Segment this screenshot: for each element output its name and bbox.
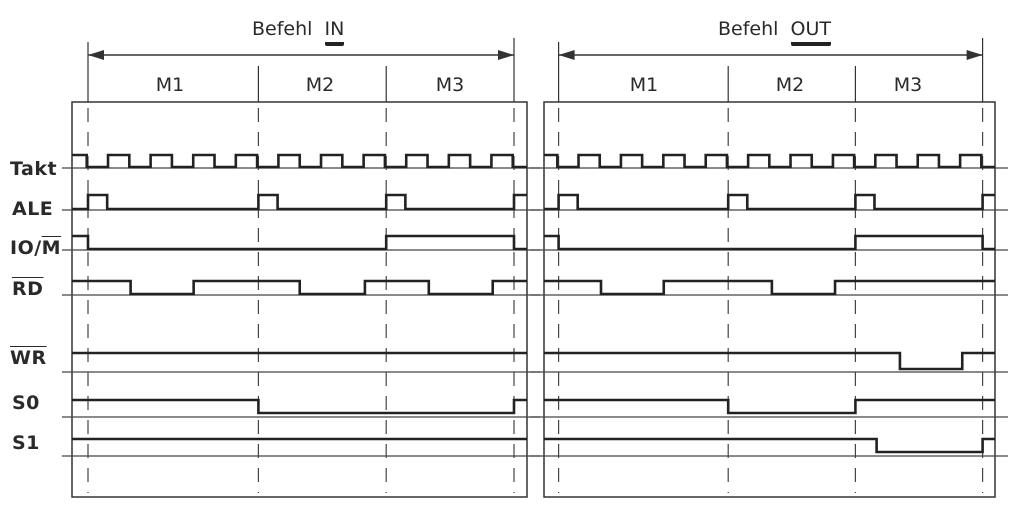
panel-frame bbox=[543, 101, 996, 498]
signal-label-s1: S1 bbox=[12, 432, 40, 454]
arrow-head-right bbox=[498, 50, 514, 60]
cycle-label-m3-out: M3 bbox=[893, 74, 923, 96]
cycle-label-m3-in: M3 bbox=[435, 74, 465, 96]
waveform-takt bbox=[544, 153, 995, 169]
panel-title-in: Befehl IN bbox=[252, 18, 345, 46]
title-prefix: Befehl bbox=[718, 18, 779, 40]
waveform-s0 bbox=[72, 398, 527, 415]
arrow-head-left bbox=[558, 50, 575, 60]
waveform-rd bbox=[72, 279, 527, 296]
signal-label-s0: S0 bbox=[12, 392, 40, 414]
signal-label-m-part: M bbox=[41, 237, 62, 259]
waveform-ale bbox=[72, 193, 527, 211]
panel-title-out: Befehl OUT bbox=[718, 18, 831, 46]
arrow-head-left bbox=[88, 50, 104, 60]
cycle-label-m2-out: M2 bbox=[775, 74, 805, 96]
waveform-io_m bbox=[72, 234, 527, 251]
cycle-label-m1-in: M1 bbox=[155, 74, 185, 96]
waveform-ale bbox=[544, 193, 995, 211]
cycle-label-m1-out: M1 bbox=[629, 74, 659, 96]
arrow-head-right bbox=[966, 50, 983, 60]
waveform-io_m bbox=[544, 234, 995, 251]
cycle-label-m2-in: M2 bbox=[305, 74, 335, 96]
waveform-s1 bbox=[544, 437, 995, 454]
waveform-takt bbox=[72, 153, 527, 169]
signal-label-ale: ALE bbox=[12, 198, 54, 220]
signal-label-io-m: IO/M bbox=[10, 239, 61, 258]
title-op-out: OUT bbox=[790, 18, 831, 46]
signal-label-rd: RD bbox=[12, 278, 44, 300]
waveform-wr bbox=[544, 351, 995, 371]
title-op-in: IN bbox=[324, 18, 345, 46]
title-prefix: Befehl bbox=[252, 18, 313, 40]
signal-label-takt: Takt bbox=[10, 158, 58, 180]
signal-label-wr: WR bbox=[10, 347, 47, 369]
panel-frame bbox=[71, 101, 528, 498]
waveform-s0 bbox=[544, 398, 995, 415]
signal-label-io-part: IO/ bbox=[10, 237, 42, 259]
waveform-rd bbox=[544, 279, 995, 296]
